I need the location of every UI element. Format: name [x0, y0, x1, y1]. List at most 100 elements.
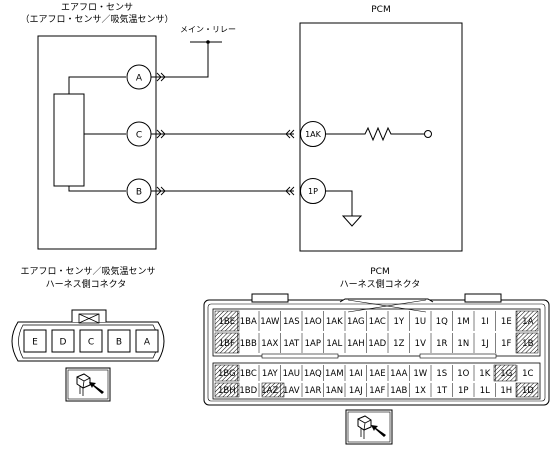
connector-view-icon [65, 367, 111, 402]
pcm-pin-1ar: 1AR [304, 386, 321, 396]
pcm-connector-title: PCM [370, 267, 389, 277]
sensor-terminal-a: A [126, 64, 152, 90]
pcm-pin-1bg: 1BG [218, 369, 236, 379]
connector-chevron-c [156, 129, 295, 139]
pcm-pin-1n: 1N [457, 339, 469, 349]
pin-d: D [60, 338, 67, 348]
sensor-terminal-c: C [126, 121, 152, 147]
svg-text:B: B [136, 188, 142, 198]
pcm-pin-1bh: 1BH [218, 386, 236, 396]
pcm-pin-1aq: 1AQ [304, 369, 322, 379]
pcm-pin-1r: 1R [436, 339, 447, 349]
pcm-reference-node [424, 130, 432, 138]
pcm-pin-1b: 1B [522, 339, 533, 349]
pcm-pin-1ba: 1BA [240, 317, 257, 327]
pcm-pin-1v: 1V [415, 339, 426, 349]
pcm-pin-1an: 1AN [326, 386, 344, 396]
pin-a: A [144, 338, 151, 348]
sensor-connector-subtitle: ハーネス側コネクタ [46, 278, 127, 290]
pin-e: E [32, 338, 38, 348]
pcm-pin-1o: 1O [457, 369, 469, 379]
pcm-pin-1bd: 1BD [239, 386, 257, 396]
pcm-pin-1al: 1AL [326, 339, 342, 349]
pcm-pin-1aj: 1AJ [349, 386, 363, 396]
pcm-pin-1aw: 1AW [260, 317, 280, 327]
sensor-subtitle: （エアフロ・センサ／吸気温センサ） [20, 13, 173, 25]
sensor-wire-b [68, 186, 126, 192]
pcm-pin-1j: 1J [481, 339, 489, 349]
pcm-pin-1e: 1E [501, 317, 512, 327]
ground-icon [341, 215, 363, 227]
pcm-pin-1ao: 1AO [304, 317, 322, 327]
pcm-terminal-1ak: 1AK [300, 121, 326, 147]
svg-text:A: A [136, 74, 143, 84]
pcm-pin-1t: 1T [436, 386, 447, 396]
pcm-ground-wire [325, 190, 353, 216]
svg-text:1AK: 1AK [305, 130, 322, 139]
pcm-pin-1y: 1Y [393, 317, 404, 327]
pcm-pin-1f: 1F [501, 339, 511, 349]
sensor-box [37, 35, 157, 250]
connector-chevron-b [156, 186, 295, 196]
connector-view-icon [345, 409, 393, 445]
pcm-pin-1u: 1U [414, 317, 426, 327]
pcm-pin-1k: 1K [479, 369, 490, 379]
pcm-pin-1q: 1Q [436, 317, 448, 327]
pcm-pin-1ai: 1AI [349, 369, 363, 379]
pcm-pin-1w: 1W [413, 369, 427, 379]
pcm-pin-1ah: 1AH [347, 339, 365, 349]
main-relay-label: メイン・リレー [180, 25, 236, 34]
pcm-connector-shell [203, 293, 550, 406]
pcm-pin-1be: 1BE [218, 317, 235, 327]
pcm-pin-1h: 1H [500, 386, 512, 396]
pcm-pin-1am: 1AM [325, 369, 344, 379]
pcm-pin-1ae: 1AE [369, 369, 386, 379]
pcm-pin-1x: 1X [415, 386, 426, 396]
sensor-connector-pins: E D C B A [23, 329, 159, 353]
pcm-box [299, 22, 463, 252]
pcm-pin-1ac: 1AC [369, 317, 386, 327]
sensor-terminal-b: B [126, 178, 152, 204]
pcm-pin-1bc: 1BC [240, 369, 257, 379]
pcm-pin-1p: 1P [458, 386, 469, 396]
pcm-terminal-1p: 1P [300, 178, 326, 204]
pcm-pin-1av: 1AV [283, 386, 300, 396]
pcm-pin-1ap: 1AP [305, 339, 321, 349]
pcm-connector-keys [214, 310, 539, 398]
pcm-pin-1at: 1AT [283, 339, 300, 349]
sensor-title: エアフロ・センサ [61, 2, 133, 13]
svg-text:1P: 1P [308, 187, 318, 196]
pcm-pin-1g: 1G [500, 369, 512, 379]
pcm-pin-1ad: 1AD [368, 339, 386, 349]
sensor-element [53, 93, 85, 187]
pcm-pin-1af: 1AF [369, 386, 385, 396]
pcm-pin-1l: 1L [480, 386, 490, 396]
pcm-pin-1m: 1M [457, 317, 470, 327]
pcm-pin-1au: 1AU [283, 369, 300, 379]
pcm-pin-1s: 1S [436, 369, 447, 379]
pcm-pin-1ax: 1AX [261, 339, 278, 349]
pcm-pin-1ay: 1AY [262, 369, 279, 379]
sensor-wire-a [68, 76, 126, 94]
sensor-connector-title: エアフロ・センサ／吸気温センサ [20, 265, 155, 277]
pin-b: B [116, 338, 122, 348]
pcm-pin-1a: 1A [522, 317, 533, 327]
pcm-pin-1az: 1AZ [261, 386, 278, 396]
pcm-pin-1ak: 1AK [326, 317, 343, 327]
pin-c: C [88, 338, 94, 348]
pcm-pin-1as: 1AS [283, 317, 300, 327]
pcm-pin-1ag: 1AG [347, 317, 365, 327]
pcm-pin-1bb: 1BB [240, 339, 257, 349]
pcm-resistor [325, 126, 424, 142]
svg-text:C: C [136, 131, 142, 141]
wire-relay [151, 42, 209, 78]
connector-chevron-a [156, 72, 166, 82]
pcm-pin-1c: 1C [522, 369, 533, 379]
pcm-connector-subtitle: ハーネス側コネクタ [340, 278, 421, 290]
pcm-pin-1i: 1I [481, 317, 489, 327]
pcm-title: PCM [371, 5, 390, 15]
pcm-pin-1ab: 1AB [390, 386, 407, 396]
pcm-pin-1bf: 1BF [219, 339, 235, 349]
